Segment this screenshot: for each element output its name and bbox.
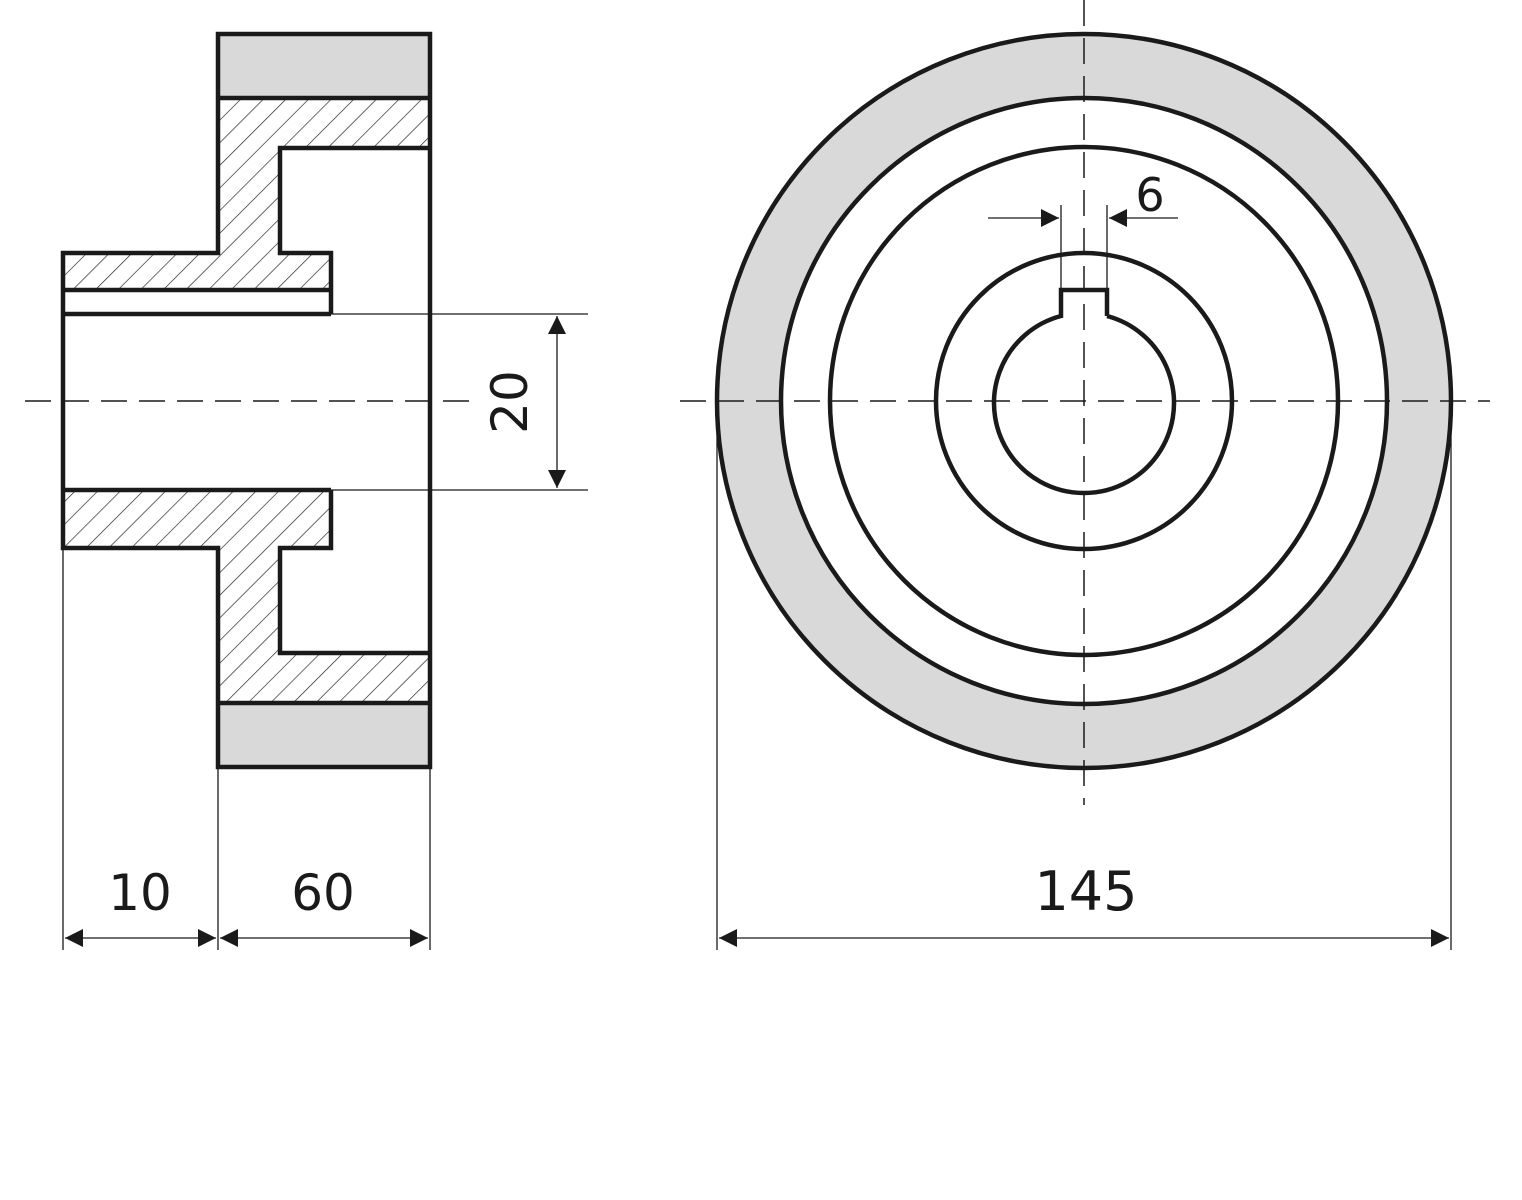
dim-label-145: 145 bbox=[1034, 860, 1137, 923]
bore-with-keyway bbox=[991, 287, 1177, 496]
front-view: 6 145 bbox=[680, 0, 1490, 950]
dim-label-20: 20 bbox=[481, 370, 539, 434]
rim-band-bottom bbox=[218, 703, 430, 767]
hatch-upper bbox=[63, 98, 430, 290]
web-recess-upper bbox=[277, 145, 430, 314]
dim-widths bbox=[62, 548, 431, 950]
section-outline bbox=[60, 31, 433, 770]
dim-keyway bbox=[988, 205, 1178, 290]
dim-bore bbox=[331, 313, 588, 491]
dim-label-60: 60 bbox=[291, 864, 355, 922]
dim-label-6: 6 bbox=[1135, 168, 1164, 222]
rim-band-top bbox=[218, 34, 430, 98]
section-view: 20 10 60 bbox=[25, 31, 588, 950]
dim-label-10: 10 bbox=[108, 864, 172, 922]
dim-diameter bbox=[716, 401, 1452, 950]
hatch-lower bbox=[63, 490, 430, 703]
web-recess-lower bbox=[277, 490, 430, 656]
